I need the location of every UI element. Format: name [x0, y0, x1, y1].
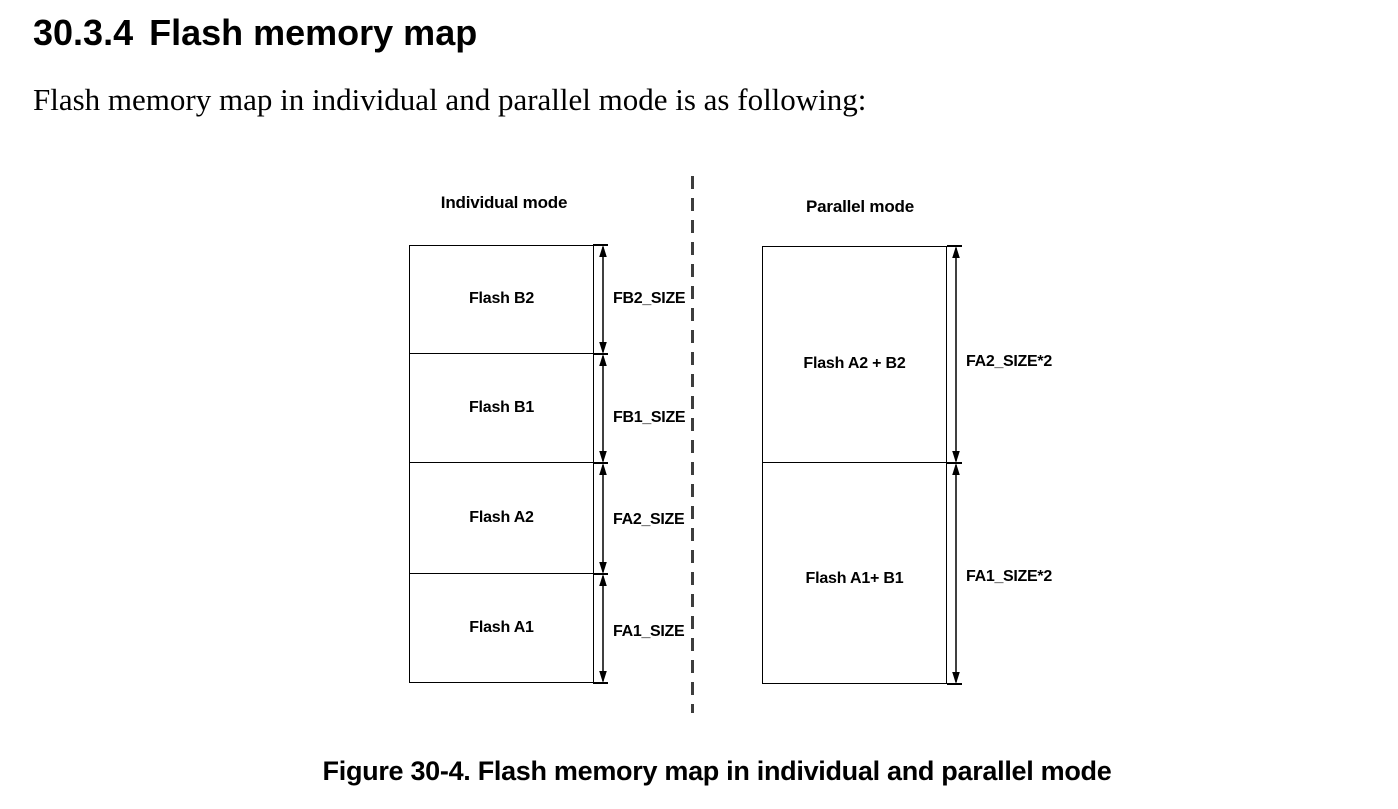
memory-block-label: Flash B2 — [468, 290, 535, 308]
size-label-fb2: FB2_SIZE — [613, 290, 686, 307]
figure-flash-memory-map: Individual mode Flash B2 Flash B1 Flash … — [0, 160, 1398, 730]
extension-line — [593, 353, 608, 355]
size-arrow-fb2 — [599, 245, 607, 354]
size-arrow-fa1x2 — [952, 463, 960, 684]
size-arrow-fa2 — [599, 463, 607, 574]
section-heading: 30.3.4 Flash memory map — [33, 12, 477, 54]
memory-block-flash-a1: Flash A1 — [410, 574, 593, 683]
individual-mode-title: Individual mode — [440, 193, 568, 212]
size-arrow-fa1 — [599, 574, 607, 683]
memory-block-label: Flash A1+ B1 — [805, 569, 904, 587]
parallel-mode-title: Parallel mode — [806, 197, 914, 216]
extension-line — [593, 244, 608, 246]
memory-block-label: Flash A2 — [469, 508, 534, 526]
size-label-fa1x2: FA1_SIZE*2 — [966, 568, 1052, 585]
size-label-fa2x2: FA2_SIZE*2 — [966, 353, 1052, 370]
memory-block-flash-a2: Flash A2 — [410, 463, 593, 574]
individual-mode-box: Flash B2 Flash B1 Flash A2 Flash A1 — [409, 245, 594, 683]
extension-line — [947, 683, 962, 685]
body-text: Flash memory map in individual and paral… — [33, 82, 867, 117]
extension-line — [593, 573, 608, 575]
section-title: Flash memory map — [149, 12, 478, 53]
extension-line — [593, 462, 608, 464]
memory-block-label: Flash A1 — [469, 618, 534, 636]
extension-line — [593, 682, 608, 684]
size-label-fa2: FA2_SIZE — [613, 511, 685, 528]
figure-caption: Figure 30-4. Flash memory map in individ… — [322, 756, 1112, 786]
memory-block-label: Flash A2 + B2 — [803, 355, 906, 373]
memory-block-flash-a1-b1: Flash A1+ B1 — [763, 463, 946, 684]
memory-block-flash-a2-b2: Flash A2 + B2 — [763, 247, 946, 463]
parallel-mode-box: Flash A2 + B2 Flash A1+ B1 — [762, 246, 947, 684]
mode-divider-dashed-line — [691, 176, 694, 713]
size-arrow-fb1 — [599, 354, 607, 463]
memory-block-flash-b1: Flash B1 — [410, 354, 593, 463]
memory-block-flash-b2: Flash B2 — [410, 246, 593, 354]
extension-line — [947, 462, 962, 464]
size-arrow-fa2x2 — [952, 246, 960, 463]
memory-block-label: Flash B1 — [468, 398, 535, 416]
extension-line — [947, 245, 962, 247]
size-label-fa1: FA1_SIZE — [613, 623, 685, 640]
size-label-fb1: FB1_SIZE — [613, 409, 686, 426]
section-number: 30.3.4 — [33, 12, 134, 53]
